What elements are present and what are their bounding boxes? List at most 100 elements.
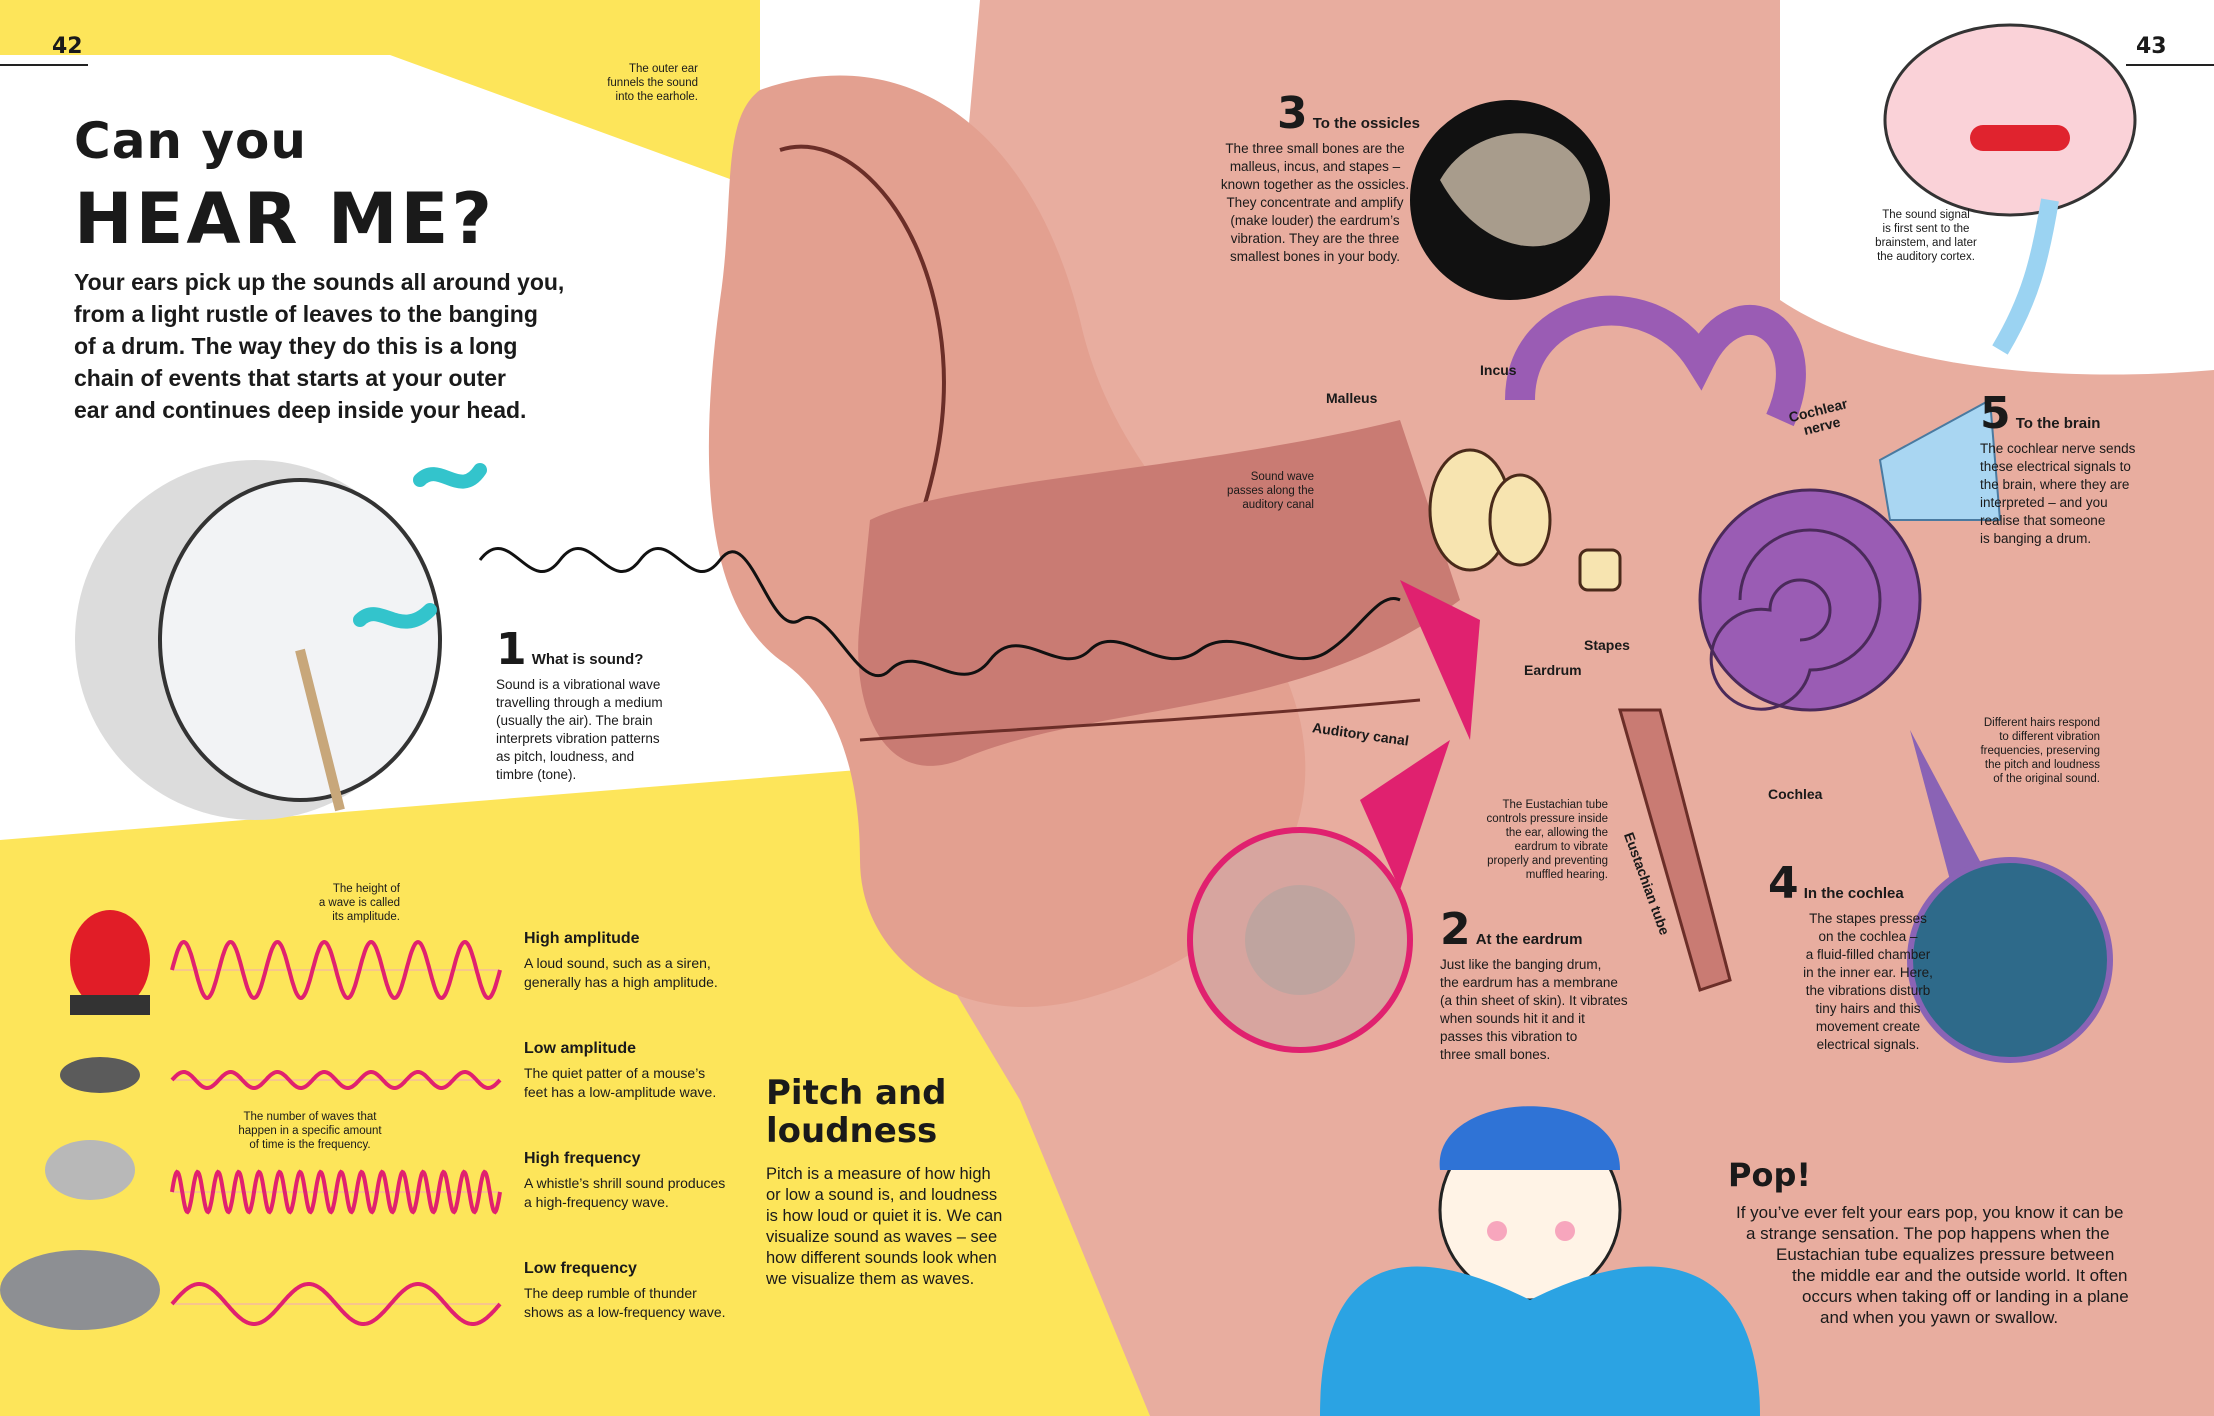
frequency-note: The number of waves that happen in a spe…	[220, 1110, 400, 1152]
pop-line: If you’ve ever felt your ears pop, you k…	[1736, 1203, 2124, 1222]
wave-line: generally has a high amplitude.	[524, 974, 718, 990]
step-4: 4 In the cochlea The stapes presses on t…	[1768, 862, 1968, 1054]
step-4-line: The stapes presses	[1809, 911, 1927, 926]
step-5-line: The cochlear nerve sends	[1980, 441, 2136, 456]
step-4-line: on the cochlea –	[1818, 929, 1918, 944]
note-line: controls pressure inside	[1486, 813, 1608, 825]
step-1: 1 What is sound? Sound is a vibrational …	[496, 628, 696, 784]
step-3-line: malleus, incus, and stapes –	[1229, 159, 1401, 174]
wave-desc-low-amplitude: Low amplitude The quiet patter of a mous…	[524, 1040, 764, 1102]
step-4-line: tiny hairs and this	[1815, 1001, 1921, 1016]
semicircular-canals	[1505, 295, 1806, 427]
auditory-canal-shape	[858, 420, 1460, 766]
eardrum-photo-detail	[1245, 885, 1355, 995]
pitch-line: is how loud or quiet it is. We can	[766, 1207, 1003, 1225]
step-1-line: travelling through a medium	[496, 695, 663, 710]
note-line: of the original sound.	[1993, 773, 2100, 785]
drum-head	[158, 478, 442, 802]
boy-cheek-right	[1555, 1221, 1575, 1241]
note-line: is first sent to the	[1882, 223, 1970, 235]
step-1-heading: What is sound?	[531, 651, 644, 668]
wave-line-1	[170, 939, 502, 1001]
step-4-heading: In the cochlea	[1803, 885, 1904, 902]
wave-line: The quiet patter of a mouse’s	[524, 1065, 706, 1081]
wave-heading: High amplitude	[524, 930, 640, 947]
cochlear-nerve-shape	[1878, 398, 2002, 521]
wave-line: A loud sound, such as a siren,	[524, 955, 711, 971]
drum-mallet	[295, 648, 345, 812]
step-3-line: known together as the ossicles.	[1220, 177, 1410, 192]
boy-cheek-left	[1487, 1221, 1507, 1241]
brainstem-shape	[1992, 198, 2059, 355]
pitch-section: Pitch and loudness Pitch is a measure of…	[766, 1074, 1036, 1290]
step-2: 2 At the eardrum Just like the banging d…	[1440, 908, 1670, 1064]
brain-shape	[1883, 23, 2137, 217]
pop-title: Pop!	[1728, 1156, 1811, 1194]
step-2-line: the eardrum has a membrane	[1440, 975, 1618, 990]
pop-text: If you’ve ever felt your ears pop, you k…	[1736, 1202, 2176, 1328]
wave-samples	[170, 939, 502, 1326]
step-2-heading: At the eardrum	[1475, 931, 1583, 948]
eustachian-note: The Eustachian tube controls pressure in…	[1450, 798, 1608, 882]
step-5: 5 To the brain The cochlear nerve sends …	[1980, 392, 2180, 548]
eardrum-callout-pointer	[1360, 740, 1450, 890]
step-5-line: is banging a drum.	[1980, 531, 2092, 546]
cloud-shape	[0, 1250, 160, 1330]
step-5-line: these electrical signals to	[1980, 459, 2131, 474]
note-line: a wave is called	[318, 897, 400, 909]
yellow-bottom-area	[0, 760, 1150, 1416]
note-line: properly and preventing	[1487, 855, 1608, 867]
eustachian-tube-shape	[1618, 708, 1732, 992]
outer-ear-note: The outer ear funnels the sound into the…	[560, 62, 698, 104]
cochlea-shape	[1698, 488, 1922, 712]
note-line: the pitch and loudness	[1984, 759, 2100, 771]
pitch-line: how different sounds look when	[766, 1249, 997, 1267]
siren-base	[70, 995, 150, 1015]
label-stapes: Stapes	[1584, 637, 1630, 653]
boy-hair	[1439, 1106, 1620, 1170]
note-line: The outer ear	[628, 63, 698, 75]
title-line-1: Can you	[74, 112, 307, 170]
step-3-line: smallest bones in your body.	[1229, 249, 1401, 264]
title-line-2: HEAR ME?	[74, 178, 495, 260]
pop-line: the middle ear and the outside world. It…	[1792, 1266, 2128, 1285]
auditory-cortex-shape	[1970, 125, 2070, 151]
pitch-title-line-2: loudness	[766, 1111, 938, 1151]
wave-line: The deep rumble of thunder	[524, 1285, 697, 1301]
wave-heading: Low amplitude	[524, 1040, 636, 1057]
note-line: brainstem, and later	[1875, 237, 1977, 249]
pitch-line: we visualize them as waves.	[766, 1270, 975, 1288]
incus-shape	[1488, 473, 1552, 567]
brain-note: The sound signal is first sent to the br…	[1856, 208, 1996, 264]
step-2-line: (a thin sheet of skin). It vibrates	[1440, 993, 1628, 1008]
intro-text: Your ears pick up the sounds all around …	[74, 266, 594, 426]
note-line: into the earhole.	[615, 91, 698, 103]
wave-desc-high-frequency: High frequency A whistle’s shrill sound …	[524, 1150, 764, 1212]
note-line: of time is the frequency.	[249, 1139, 371, 1151]
wave-line-2	[170, 1070, 502, 1090]
wave-desc-low-frequency: Low frequency The deep rumble of thunder…	[524, 1260, 764, 1322]
label-malleus: Malleus	[1326, 390, 1378, 406]
note-line: eardrum to vibrate	[1514, 841, 1608, 853]
step-3-line: vibration. They are the three	[1230, 231, 1400, 246]
step-5-line: the brain, where they are	[1980, 477, 2130, 492]
pitch-line: or low a sound is, and loudness	[766, 1186, 998, 1204]
sound-wave-line	[478, 546, 1401, 678]
eardrum-shape	[1400, 580, 1480, 740]
note-line: muffled hearing.	[1525, 869, 1608, 881]
intro-line: Your ears pick up the sounds all around …	[74, 269, 565, 295]
page-number-left: 42	[52, 34, 83, 59]
step-3: 3 To the ossicles The three small bones …	[1210, 92, 1420, 266]
step-1-line: timbre (tone).	[496, 767, 577, 782]
step-4-line: a fluid-filled chamber	[1805, 947, 1931, 962]
step-5-number: 5	[1980, 388, 2011, 439]
step-2-line: Just like the banging drum,	[1440, 957, 1602, 972]
wave-desc-high-amplitude: High amplitude A loud sound, such as a s…	[524, 930, 764, 992]
note-line: to different vibration	[1999, 731, 2100, 743]
step-3-heading: To the ossicles	[1312, 115, 1420, 132]
yellow-top-band	[0, 0, 760, 190]
amplitude-note: The height of a wave is called its ampli…	[290, 882, 400, 924]
wave-heading: High frequency	[524, 1150, 641, 1167]
step-4-line: electrical signals.	[1816, 1037, 1920, 1052]
